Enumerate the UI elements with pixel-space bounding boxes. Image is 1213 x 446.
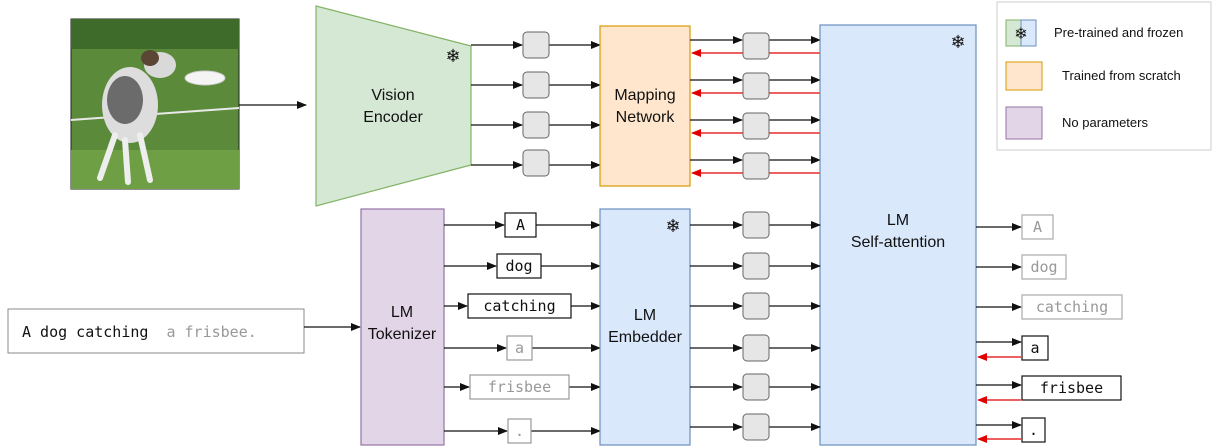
input-token: a [515,339,524,357]
input-token-box [496,253,542,279]
mapping-network-label-line1: Mapping [614,87,675,104]
input-token: . [515,422,524,440]
snowflake-icon: ❄ [950,32,965,52]
input-tokens: A dog catching a frisbee . [444,212,601,444]
lm-embedder-label-line2: Embedder [608,329,682,346]
snowflake-icon: ❄ [445,46,460,66]
lm-embedder: LM Embedder ❄ [599,208,691,446]
embedding-box [522,111,550,139]
embedding-box [742,292,770,320]
lm-tokenizer-shape [360,208,445,446]
output-token-box [1021,294,1123,320]
output-token: A [1033,218,1042,236]
lm-self-attention-shape [819,24,977,446]
embedding-box [522,149,550,177]
mapping-network-shape [599,25,691,187]
legend-label-frozen: Pre-trained and frozen [1054,25,1183,40]
input-caption: A dog catching a frisbee. [7,308,305,354]
input-token-box [469,374,570,400]
snowflake-icon: ❄ [1014,26,1027,43]
input-token-box [506,335,533,361]
embedding-box [742,413,770,441]
embedding-box [742,373,770,401]
svg-text:A dog catching a frisbee: A dog catching a frisbee. [22,323,257,341]
embedding-box [742,211,770,239]
embedding-box [522,71,550,99]
input-token: catching [483,297,555,315]
output-tokens: A dog catching a frisbee . [976,214,1123,443]
vision-encoder-shape [315,5,472,207]
input-token: dog [505,257,532,275]
vision-encoder: Vision Encoder ❄ [315,5,472,207]
lm-tokenizer-label-line1: LM [391,304,413,321]
mapping-network-label-line2: Network [616,109,676,126]
dog-photo [70,18,240,190]
output-token-box [1021,254,1067,280]
legend-label-scratch: Trained from scratch [1062,68,1181,83]
vision-encoder-label-line1: Vision [371,87,414,104]
output-token-box [1021,375,1122,401]
input-token-box [467,293,572,319]
lm-tokenizer: LM Tokenizer [360,208,445,446]
input-token: frisbee [488,378,551,396]
output-token: catching [1036,298,1108,316]
legend-swatch-frozen-right [1020,19,1037,47]
embedding-box [742,72,770,100]
output-token: dog [1030,258,1057,276]
output-token-box [1021,335,1049,361]
output-token: frisbee [1040,379,1103,397]
lm-tokenizer-label-line2: Tokenizer [368,326,437,343]
embedding-box [742,152,770,180]
vision-encoder-label-line2: Encoder [363,109,423,126]
input-token-box [504,212,537,238]
embedding-box [742,112,770,140]
embedding-box [522,31,550,59]
embedding-box [742,32,770,60]
output-token: . [1029,421,1038,439]
visual-embeddings-a [471,31,601,177]
output-token-box [1021,214,1054,240]
lm-self-attention-label-line1: LM [887,212,909,229]
mapping-network: Mapping Network [599,25,691,187]
lm-embedder-shape [599,208,691,446]
output-token-box [1021,417,1046,443]
text-embeddings [690,211,821,441]
snowflake-icon: ❄ [665,216,680,236]
legend-label-no-params: No parameters [1062,115,1148,130]
legend-swatch-scratch [1005,61,1043,91]
lm-embedder-label-line1: LM [634,307,656,324]
embedding-box [742,252,770,280]
lm-self-attention-label-line2: Self-attention [851,234,945,251]
embedding-box [742,334,770,362]
input-token: A [516,216,525,234]
legend-swatch-no-params [1005,106,1043,140]
lm-self-attention: LM Self-attention ❄ [819,24,977,446]
input-caption-known: A dog catching [22,323,148,341]
visual-embeddings-b [690,32,821,180]
input-caption-box [7,308,305,354]
output-token: a [1030,339,1039,357]
input-token-box [507,418,532,444]
legend: ❄ Pre-trained and frozen Trained from sc… [996,1,1212,151]
input-caption-unknown: a frisbee. [166,323,256,341]
